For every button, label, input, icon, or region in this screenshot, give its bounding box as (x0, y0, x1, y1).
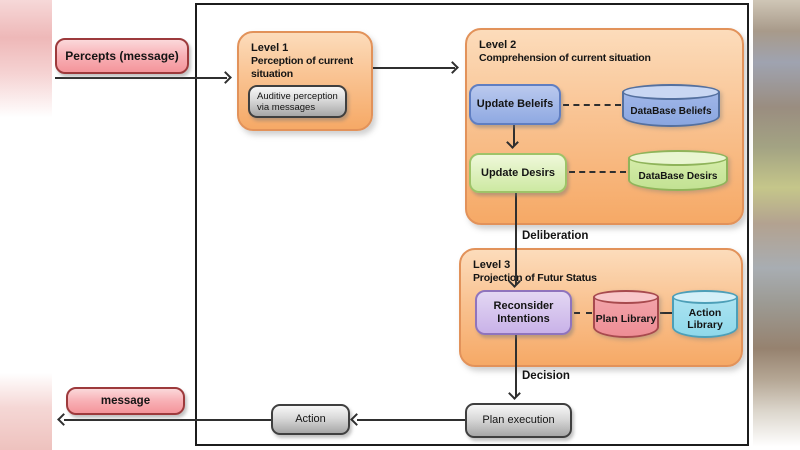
update-beliefs-label: Update Beleifs (476, 98, 554, 110)
update-desires-label: Update Desirs (481, 166, 555, 179)
left-accent-top (0, 0, 52, 118)
action-label: Action (295, 413, 326, 425)
level3-subtitle: Projection of Futur Status (473, 272, 597, 284)
decision-arrow (515, 335, 517, 397)
update-beliefs-node: Update Beleifs (469, 84, 561, 125)
action-node: Action (271, 404, 350, 435)
plan-library-label: Plan Library (595, 313, 657, 325)
level1-title: Level 1 (251, 42, 289, 54)
percepts-label: Percepts (message) (65, 48, 179, 63)
plan-library-cylinder: Plan Library (593, 290, 659, 338)
reconsider-intentions-node: Reconsider Intentions (475, 290, 572, 335)
auditive-perception-node: Auditive perception via messages (248, 85, 347, 118)
cylinder-cap (628, 150, 728, 166)
plan-execution-label: Plan execution (482, 414, 555, 426)
action-library-cylinder: Action Library (672, 290, 738, 338)
left-accent-bottom (0, 373, 52, 450)
database-desires-label: DataBase Desirs (638, 170, 718, 182)
plan-execution-node: Plan execution (465, 403, 572, 438)
level3-title: Level 3 (473, 259, 511, 271)
cylinder-cap (593, 290, 659, 304)
desires-db-connector (569, 171, 626, 173)
level1-to-level2-arrow (373, 67, 455, 69)
database-beliefs-label: DataBase Beliefs (630, 105, 712, 117)
action-output-arrowhead-icon (57, 413, 70, 426)
action-output-arrow (64, 419, 271, 421)
cylinder-cap (672, 290, 738, 304)
execution-to-action-arrow (357, 419, 465, 421)
level2-subtitle: Comprehension of current situation (479, 52, 651, 64)
right-accent-strip (753, 0, 800, 447)
diagram-frame (195, 3, 749, 446)
cylinder-body (593, 297, 659, 338)
database-beliefs-cylinder: DataBase Beliefs (622, 84, 720, 127)
deliberation-label: Deliberation (522, 230, 589, 242)
message-label: message (100, 394, 151, 407)
message-node: message (66, 387, 185, 415)
beliefs-db-connector (563, 104, 621, 106)
percepts-arrow (55, 77, 227, 79)
cylinder-cap (622, 84, 720, 100)
action-library-label: Action Library (687, 307, 723, 331)
plan-action-connector (660, 312, 672, 314)
update-desires-node: Update Desirs (469, 153, 567, 193)
level2-title: Level 2 (479, 39, 517, 51)
percepts-node: Percepts (message) (55, 38, 189, 74)
level1-subtitle: Perception of current situation (251, 55, 353, 80)
reconsider-intentions-label: Reconsider Intentions (493, 299, 554, 325)
level2-group: Level 2 Comprehension of current situati… (465, 28, 744, 225)
beliefs-to-desires-arrow (513, 125, 515, 146)
database-desires-cylinder: DataBase Desirs (628, 150, 728, 191)
reconsider-plan-connector (574, 312, 592, 314)
decision-label: Decision (522, 370, 570, 382)
auditive-perception-label: Auditive perception via messages (257, 90, 338, 113)
deliberation-arrow (515, 193, 517, 285)
